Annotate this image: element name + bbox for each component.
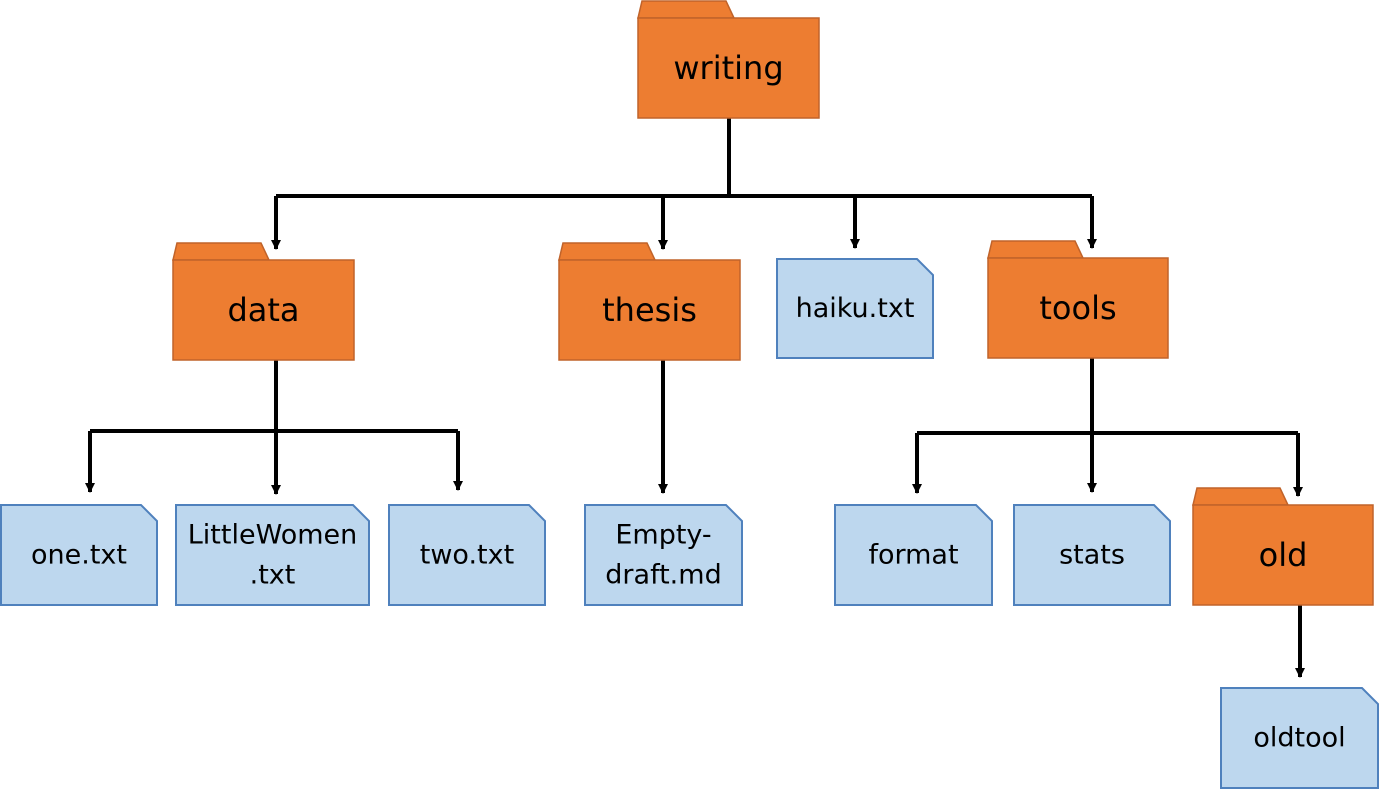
file-icon	[1013, 504, 1171, 606]
file-icon	[0, 504, 158, 606]
node-label-writing: writing	[673, 49, 783, 87]
folder-node-tools: tools	[987, 240, 1169, 359]
file-node-two: two.txt	[388, 504, 546, 606]
file-icon	[584, 504, 743, 606]
node-label-two: two.txt	[420, 540, 514, 571]
file-node-haiku: haiku.txt	[776, 258, 934, 359]
node-label-old: old	[1259, 536, 1308, 574]
folder-icon	[987, 240, 1169, 359]
file-icon	[175, 504, 370, 606]
folder-icon	[1192, 487, 1374, 606]
node-label-format: format	[868, 540, 958, 571]
file-node-emptydraft: Empty-draft.md	[584, 504, 743, 606]
file-node-one: one.txt	[0, 504, 158, 606]
file-node-oldtool: oldtool	[1220, 687, 1379, 789]
folder-node-data: data	[172, 242, 355, 361]
file-icon	[388, 504, 546, 606]
node-label-data: data	[227, 291, 299, 329]
connector-writing	[271, 118, 1097, 250]
node-label-one: one.txt	[31, 540, 127, 571]
node-label-haiku: haiku.txt	[796, 293, 915, 324]
node-label-thesis: thesis	[602, 291, 697, 329]
folder-icon	[172, 242, 355, 361]
node-label-emptydraft-line-2: draft.md	[605, 559, 721, 590]
connectors	[85, 118, 1305, 678]
file-icon	[1220, 687, 1379, 789]
node-label-stats: stats	[1059, 540, 1125, 571]
node-label-oldtool: oldtool	[1253, 723, 1345, 754]
connector-data	[85, 360, 463, 495]
node-label-littlewomen-line-2: .txt	[250, 559, 296, 590]
folder-icon	[558, 242, 741, 361]
file-node-littlewomen: LittleWomen .txt	[175, 504, 370, 606]
folder-node-old: old	[1192, 487, 1374, 606]
connector-tools	[912, 358, 1303, 497]
node-label-littlewomen-line-1: LittleWomen	[188, 520, 358, 551]
folder-node-thesis: thesis	[558, 242, 741, 361]
file-icon	[776, 258, 934, 359]
file-node-format: format	[834, 504, 993, 606]
node-label-tools: tools	[1039, 289, 1116, 327]
folder-node-writing: writing	[637, 0, 820, 119]
folder-icon	[637, 0, 820, 119]
file-node-stats: stats	[1013, 504, 1171, 606]
file-icon	[834, 504, 993, 606]
node-label-emptydraft-line-1: Empty-	[615, 520, 711, 551]
